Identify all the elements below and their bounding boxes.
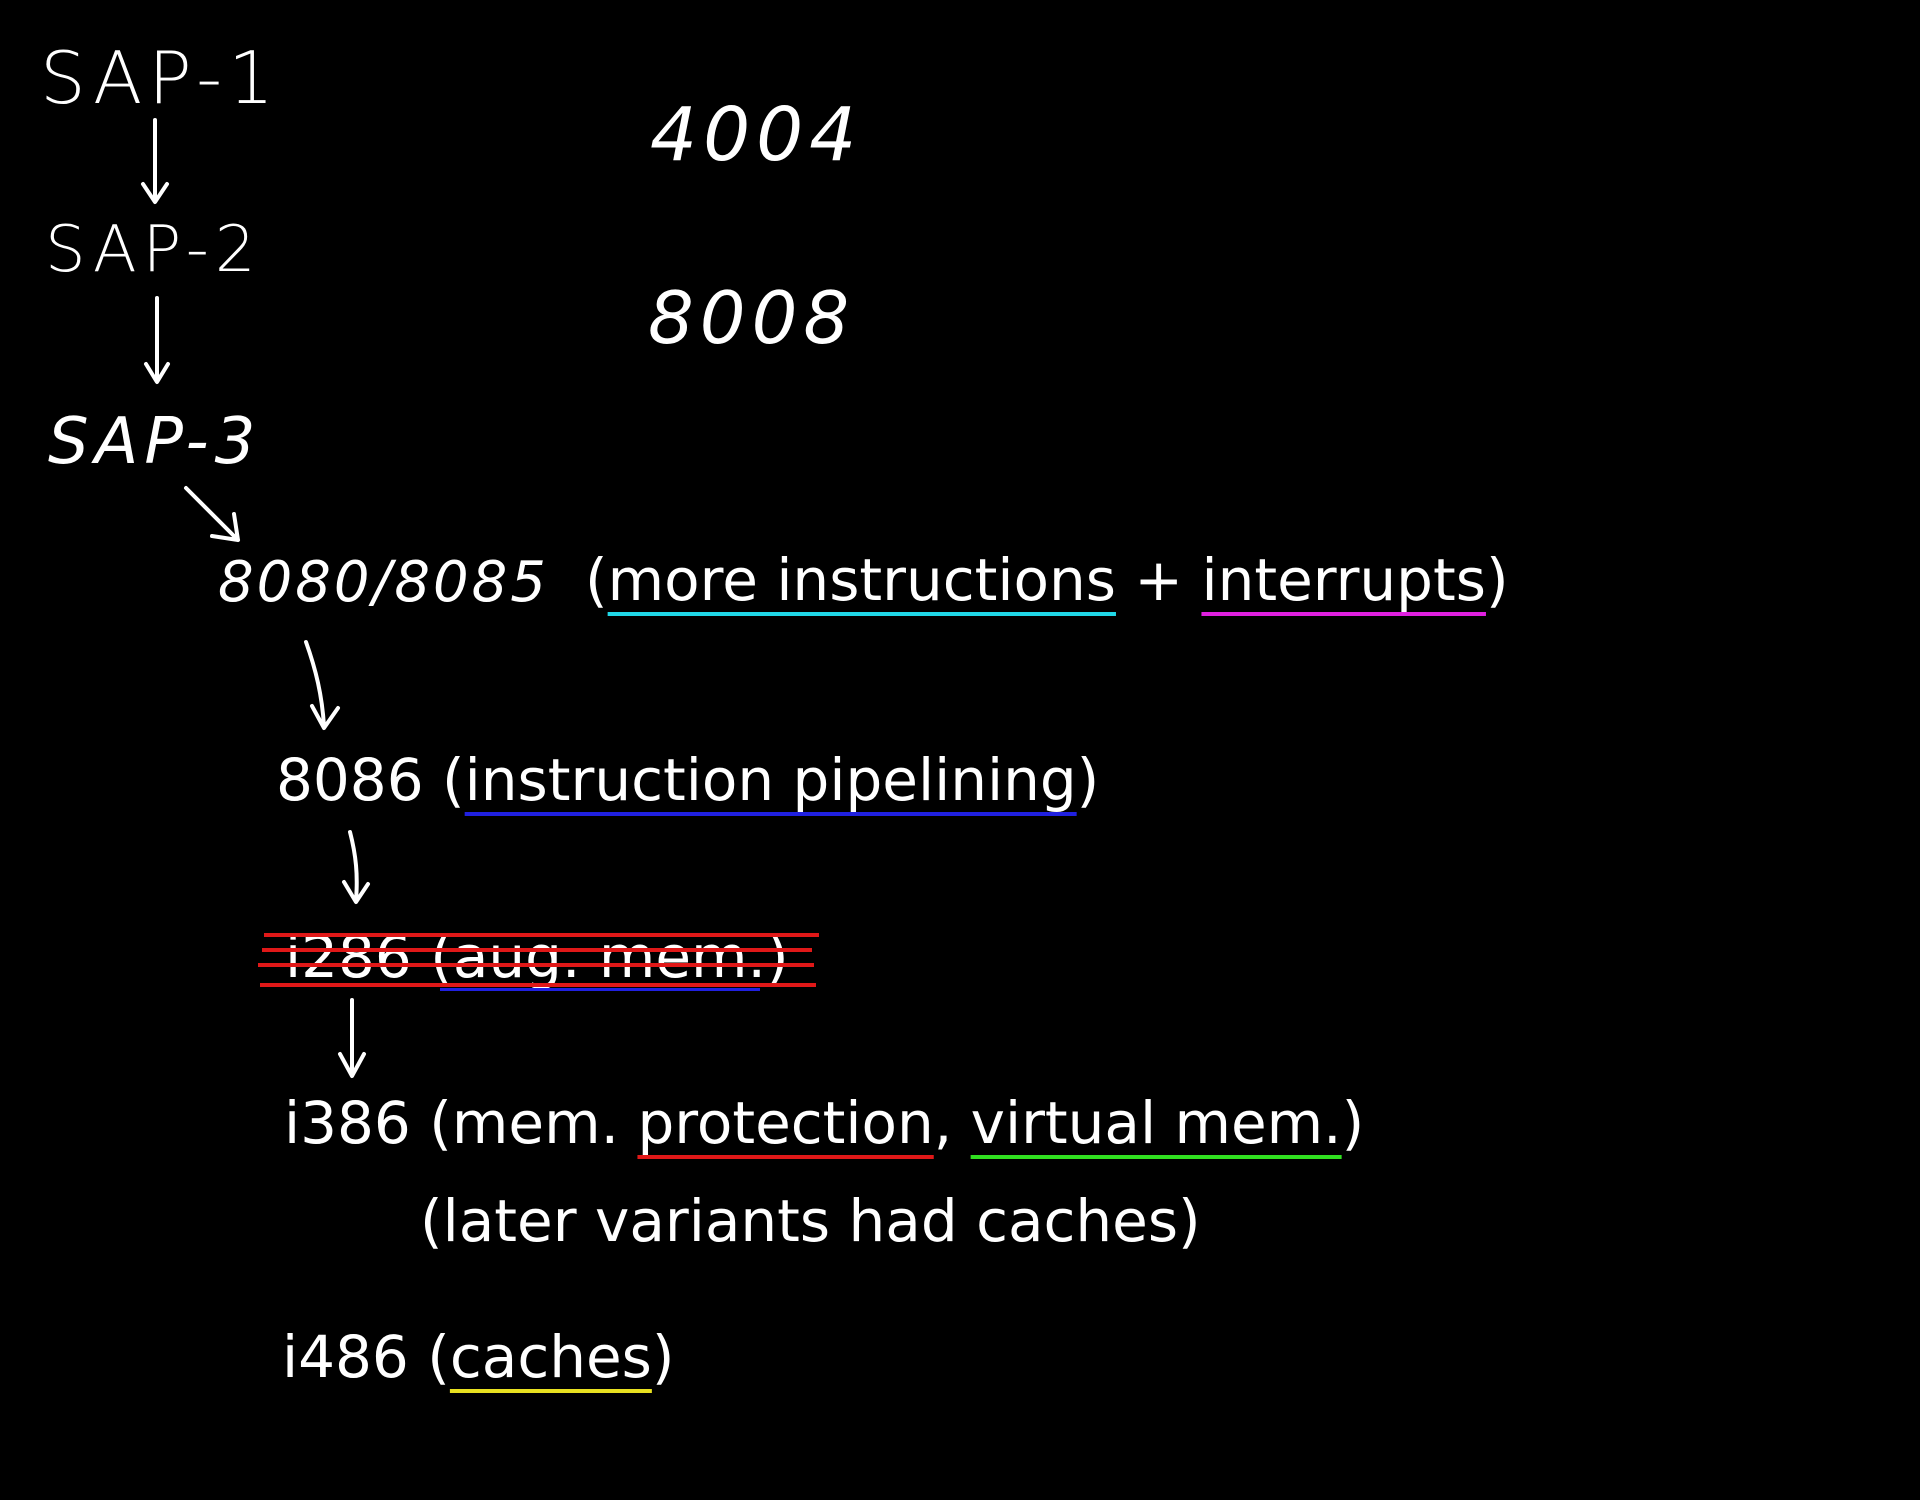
i8080-features: (more instructions + interrupts) bbox=[585, 551, 1509, 609]
i286-line: i286 (aug. mem.) bbox=[285, 928, 789, 986]
instruction-pipelining-feature: instruction pipelining bbox=[464, 746, 1077, 814]
paren-close: ) bbox=[1485, 546, 1509, 614]
intel-4004-label: 4004 bbox=[650, 92, 863, 178]
underline-mark bbox=[440, 988, 760, 991]
interrupts-feature: interrupts bbox=[1201, 546, 1486, 614]
paren-open: ( bbox=[585, 546, 608, 614]
sap1-label: SAP-1 bbox=[40, 36, 280, 120]
chip-8086-label: 8086 ( bbox=[276, 746, 465, 814]
virtual-memory-feature: virtual mem. bbox=[970, 1089, 1342, 1157]
paren-close: ) bbox=[651, 1323, 675, 1391]
down-arrow-icon bbox=[342, 830, 370, 904]
strikethrough-line bbox=[258, 963, 814, 967]
sap3-label: SAP-3 bbox=[48, 405, 262, 479]
mem-open: (mem. bbox=[429, 1089, 638, 1157]
i8086-line: 8086 (instruction pipelining) bbox=[276, 751, 1099, 809]
strikethrough-line bbox=[262, 948, 812, 952]
diagonal-arrow-icon bbox=[184, 486, 240, 542]
comma: , bbox=[933, 1089, 971, 1157]
caches-feature: caches bbox=[449, 1323, 652, 1391]
chip-8080-8085-label: 8080/8085 bbox=[218, 550, 549, 615]
i286-label: i286 (aug. mem.) bbox=[285, 923, 789, 991]
more-instructions-feature: more instructions bbox=[607, 546, 1116, 614]
paren-close: ) bbox=[1341, 1089, 1365, 1157]
down-arrow-icon bbox=[338, 998, 366, 1078]
intel-8008-label: 8008 bbox=[648, 276, 856, 360]
chip-i486-label: i486 ( bbox=[282, 1323, 450, 1391]
strikethrough-line bbox=[260, 983, 816, 987]
plus-sign: + bbox=[1115, 546, 1202, 614]
chip-i386-label: i386 bbox=[284, 1089, 430, 1157]
i486-line: i486 (caches) bbox=[282, 1328, 675, 1386]
i386-line: i386 (mem. protection, virtual mem.) bbox=[284, 1094, 1364, 1152]
protection-feature: protection bbox=[637, 1089, 934, 1157]
down-arrow-icon bbox=[141, 118, 169, 204]
i386-note: (later variants had caches) bbox=[420, 1187, 1201, 1255]
strikethrough-line bbox=[264, 933, 819, 937]
sap2-label: SAP-2 bbox=[45, 213, 262, 287]
down-arrow-icon bbox=[304, 640, 340, 730]
paren-close: ) bbox=[1076, 746, 1100, 814]
down-arrow-icon bbox=[144, 296, 170, 384]
